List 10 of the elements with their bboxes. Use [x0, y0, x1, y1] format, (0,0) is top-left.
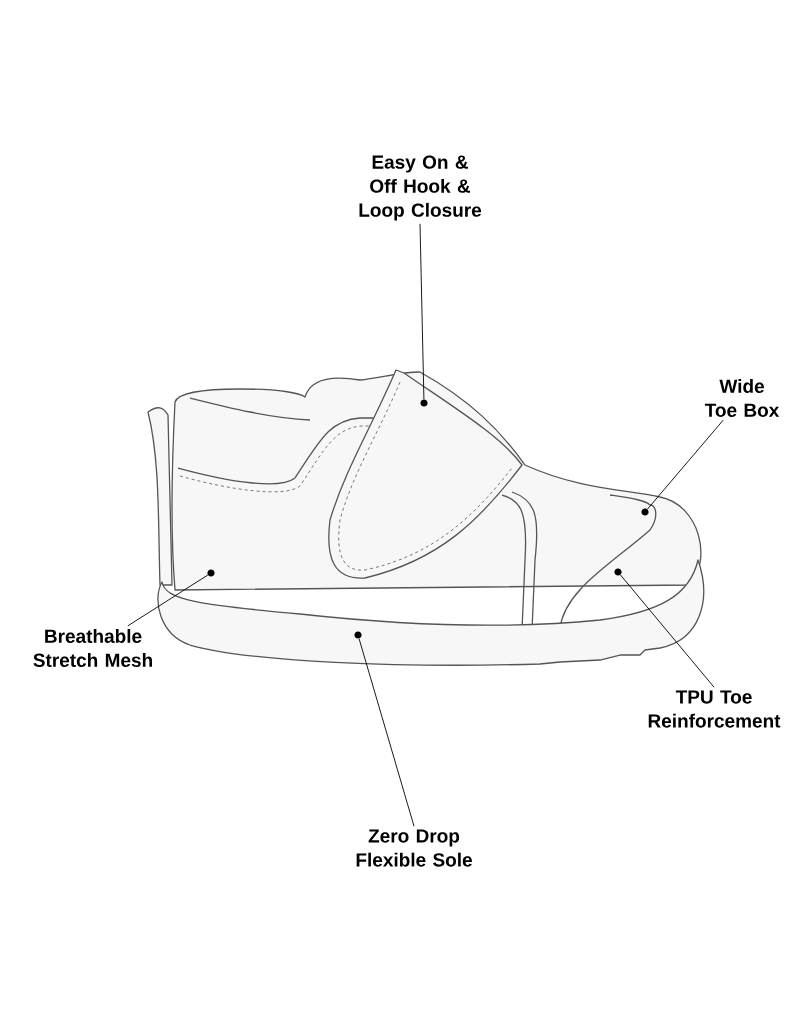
- leader-line: [620, 574, 715, 688]
- callout-label: Zero Drop Flexible Sole: [356, 829, 472, 867]
- callout-label: Breathable Stretch Mesh: [33, 629, 152, 667]
- leader-line: [127, 574, 209, 627]
- leader-line: [358, 638, 415, 827]
- leader-line: [419, 223, 425, 400]
- callout-label: Easy On & Off Hook & Loop Closure: [359, 155, 482, 221]
- callout-label: Wide Toe Box: [704, 379, 780, 417]
- callout-label: TPU Toe Reinforcement: [648, 690, 781, 728]
- leader-line: [647, 419, 724, 510]
